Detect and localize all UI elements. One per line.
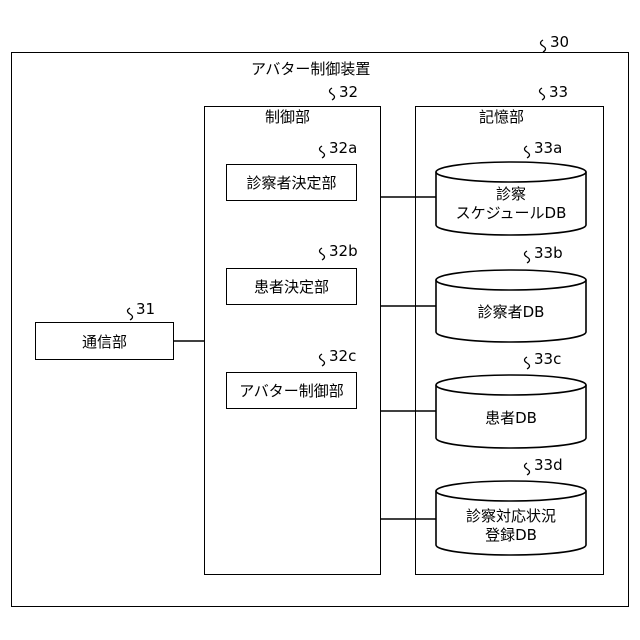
storage-unit-title: 記憶部: [479, 110, 524, 125]
storage-unit: [415, 106, 604, 575]
ref-label-32a: 32a: [329, 141, 357, 156]
schedule-db-label: 診察 スケジュールDB: [436, 185, 586, 223]
consultation-status-db-line2: 登録DB: [436, 526, 586, 545]
ref-label-32c: 32c: [329, 349, 356, 364]
examiner-decision-unit: 診察者決定部: [226, 164, 357, 201]
consultation-status-db-label: 診察対応状況 登録DB: [436, 507, 586, 545]
examiner-db-label: 診察者DB: [436, 303, 586, 322]
ref-label-33b: 33b: [534, 246, 563, 261]
ref-label-30: 30: [550, 35, 569, 50]
communication-unit-label: 通信部: [82, 331, 127, 352]
ref-label-31: 31: [136, 302, 155, 317]
schedule-db-line1: 診察: [436, 185, 586, 204]
ref-squiggle-30: [541, 40, 546, 52]
patient-decision-unit-label: 患者決定部: [254, 276, 329, 297]
patient-db-label: 患者DB: [436, 409, 586, 428]
examiner-decision-unit-label: 診察者決定部: [246, 172, 336, 193]
patient-db-line1: 患者DB: [436, 409, 586, 428]
consultation-status-db-line1: 診察対応状況: [436, 507, 586, 526]
avatar-control-unit-label: アバター制御部: [239, 380, 343, 401]
control-unit-title: 制御部: [265, 110, 310, 125]
patient-decision-unit: 患者決定部: [226, 268, 357, 305]
schedule-db-line2: スケジュールDB: [436, 204, 586, 223]
communication-unit: 通信部: [35, 322, 174, 360]
ref-label-33c: 33c: [534, 352, 561, 367]
ref-label-33d: 33d: [534, 458, 563, 473]
ref-label-32: 32: [339, 85, 358, 100]
ref-label-32b: 32b: [329, 244, 358, 259]
examiner-db-line1: 診察者DB: [436, 303, 586, 322]
avatar-control-unit: アバター制御部: [226, 372, 357, 409]
ref-label-33a: 33a: [534, 141, 562, 156]
ref-label-33: 33: [549, 85, 568, 100]
outer-title: アバター制御装置: [251, 62, 370, 77]
